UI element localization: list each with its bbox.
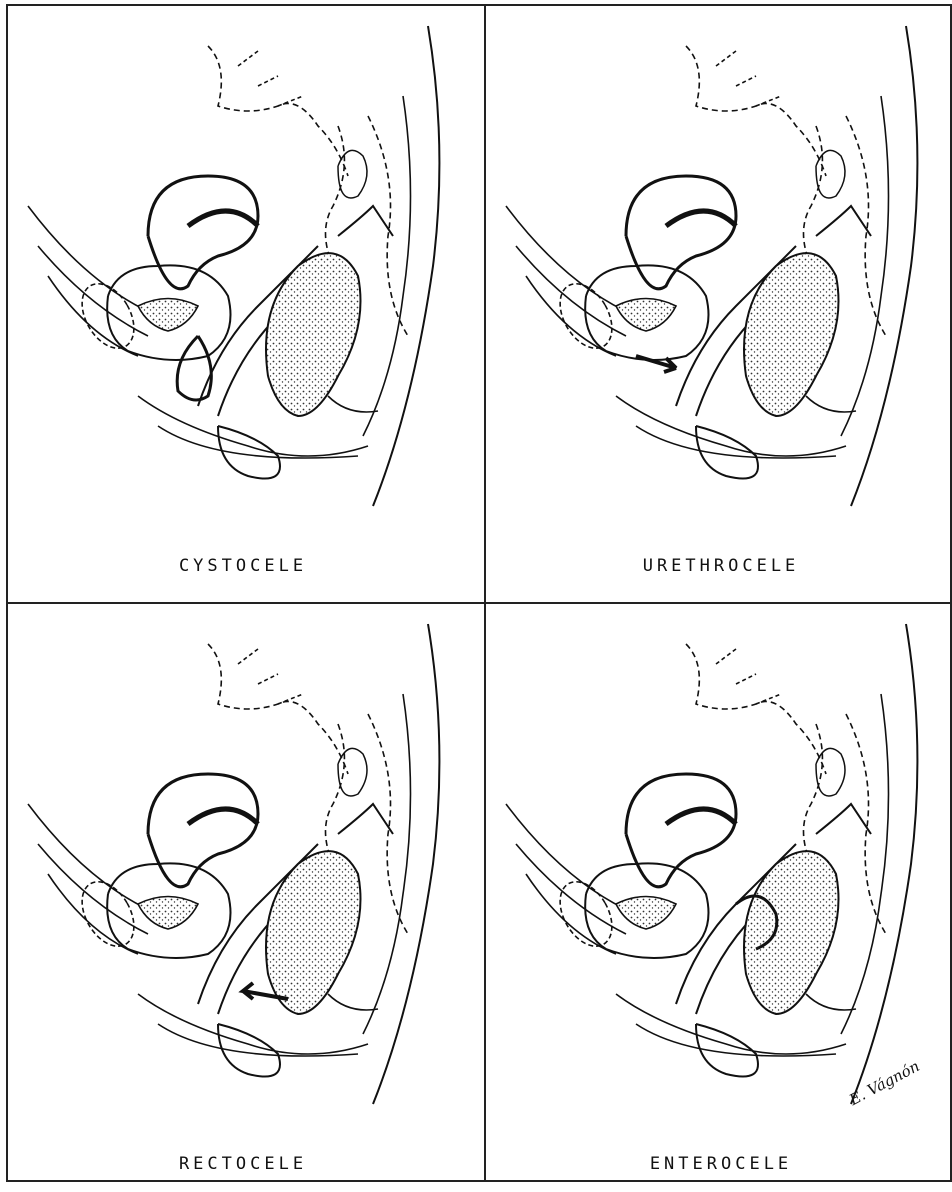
pelvic-diagram-urethrocele (486, 6, 952, 546)
pelvic-diagram-rectocele (8, 604, 478, 1144)
caption-rectocele: RECTOCELE (8, 1154, 478, 1174)
figure-frame: CYSTOCELE URETHROCELE RECTOCELE ENTEROCE… (6, 4, 952, 1182)
bladder-prolapse (177, 336, 211, 400)
panel-rectocele: RECTOCELE (8, 604, 478, 1192)
panel-urethrocele: URETHROCELE (486, 6, 952, 594)
caption-enterocele: ENTEROCELE (486, 1154, 952, 1174)
pelvic-diagram-enterocele (486, 604, 952, 1144)
panel-enterocele: ENTEROCELE E. Vágnón (486, 604, 952, 1192)
panel-cystocele: CYSTOCELE (8, 6, 478, 594)
caption-cystocele: CYSTOCELE (8, 556, 478, 576)
pelvic-diagram-cystocele (8, 6, 478, 546)
caption-urethrocele: URETHROCELE (486, 556, 952, 576)
